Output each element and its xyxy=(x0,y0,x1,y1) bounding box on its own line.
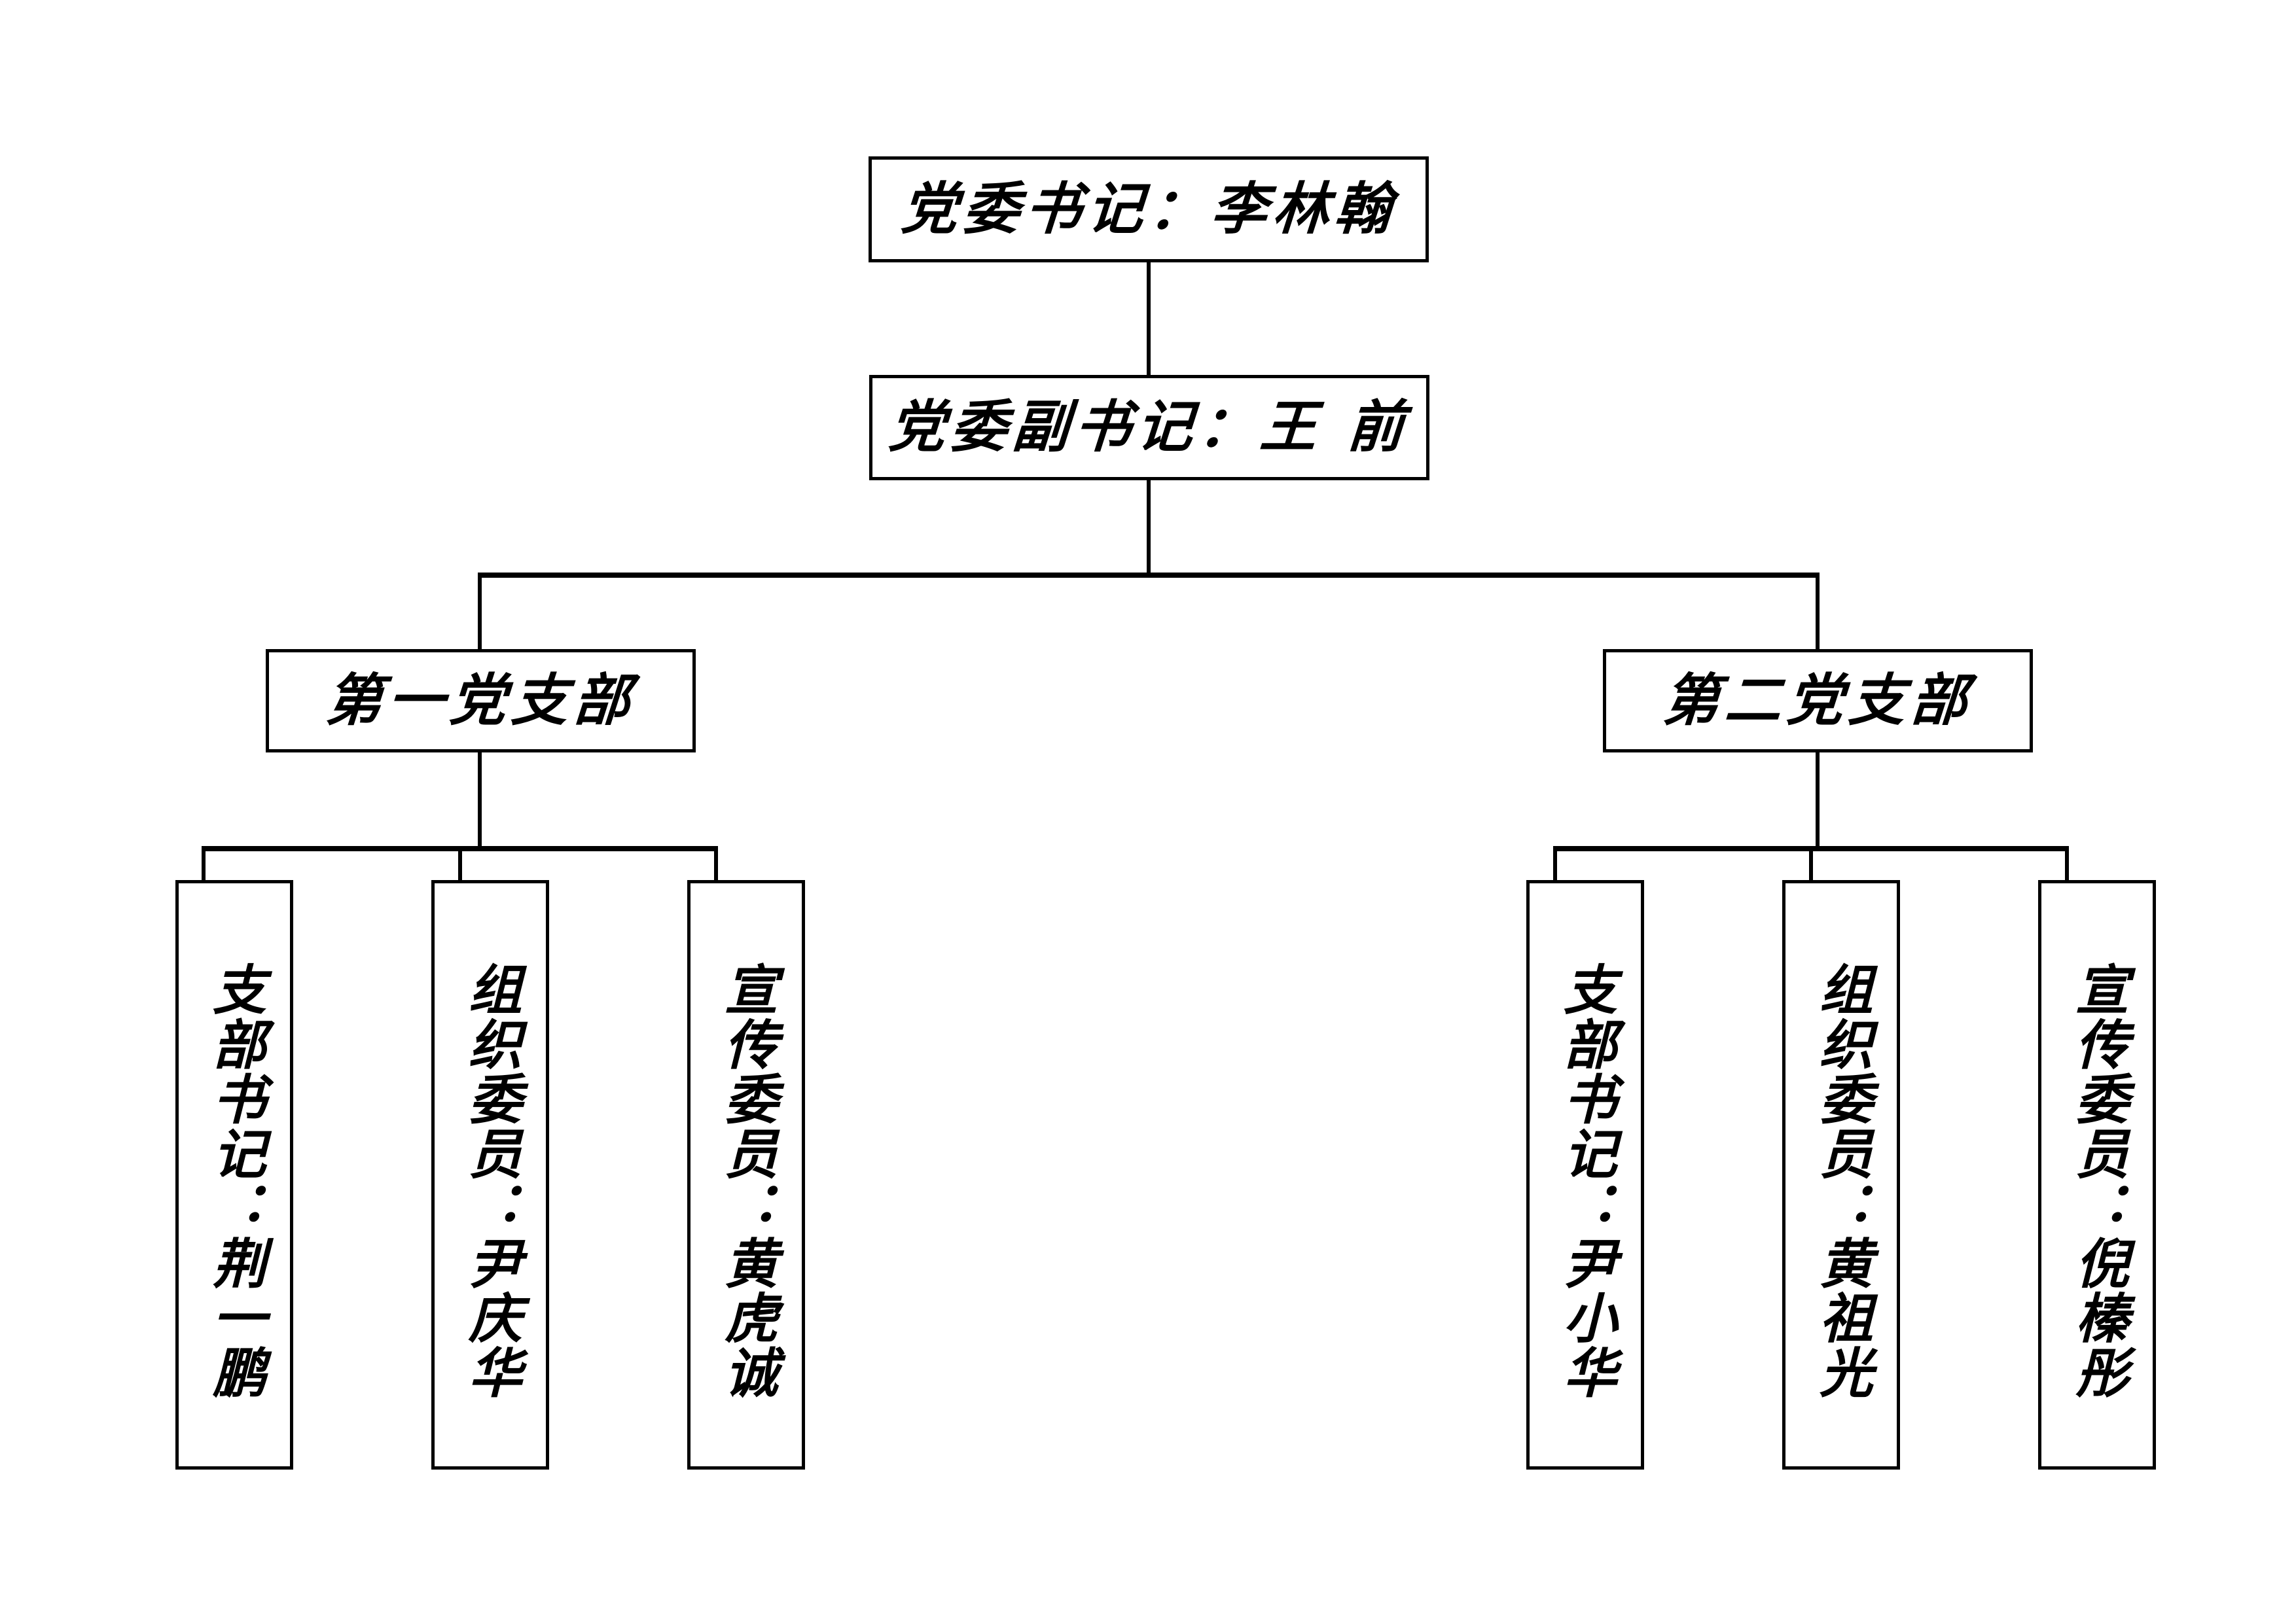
connector-branch-one-stem xyxy=(478,752,482,849)
connector-branch-two-drop-2 xyxy=(1809,846,1813,882)
connector-branch-one-drop-2 xyxy=(458,846,462,882)
connector-branch-one-drop-1 xyxy=(202,846,206,882)
node-label-branch-two-member-3: 宣传委员：倪榛彤 xyxy=(2066,961,2129,1400)
node-branch-one-member-1[interactable]: 支部书记：荆一鹏 xyxy=(175,880,293,1470)
connector-branch-two-stem xyxy=(1816,752,1820,849)
node-branch-two-member-1[interactable]: 支部书记：尹小华 xyxy=(1526,880,1644,1470)
node-branch-one-member-3[interactable]: 宣传委员：黄虎诚 xyxy=(687,880,805,1470)
node-label-branch-one: 第一党支部 xyxy=(323,667,638,733)
connector-secretary-to-vice xyxy=(1147,262,1151,376)
connector-branch-two-drop-1 xyxy=(1553,846,1557,882)
node-branch-two-member-2[interactable]: 组织委员：黄祖光 xyxy=(1782,880,1900,1470)
connector-branch-two-drop-3 xyxy=(2065,846,2069,882)
node-label-branch-one-member-2: 组织委员：尹庆华 xyxy=(459,961,522,1400)
node-label-branch-two-member-1: 支部书记：尹小华 xyxy=(1554,961,1617,1400)
node-branch-two-member-3[interactable]: 宣传委员：倪榛彤 xyxy=(2038,880,2156,1470)
node-label-branch-two: 第二党支部 xyxy=(1660,667,1975,733)
connector-vice-to-bus xyxy=(1147,480,1151,575)
node-label-branch-two-member-2: 组织委员：黄祖光 xyxy=(1810,961,1873,1400)
node-party-secretary[interactable]: 党委书记：李林翰 xyxy=(869,156,1429,262)
node-branch-two[interactable]: 第二党支部 xyxy=(1603,649,2033,752)
node-label-branch-one-member-3: 宣传委员：黄虎诚 xyxy=(715,961,778,1400)
connector-bus-to-branch-two xyxy=(1816,573,1820,651)
node-branch-one[interactable]: 第一党支部 xyxy=(266,649,696,752)
node-branch-one-member-2[interactable]: 组织委员：尹庆华 xyxy=(431,880,549,1470)
node-party-vice-secretary[interactable]: 党委副书记：王 前 xyxy=(869,375,1429,480)
connector-bus-to-branch-one xyxy=(478,573,482,651)
connector-branch-one-drop-3 xyxy=(714,846,718,882)
node-label-party-secretary: 党委书记：李林翰 xyxy=(899,175,1399,242)
node-label-branch-one-member-1: 支部书记：荆一鹏 xyxy=(203,961,266,1400)
node-label-party-vice-secretary: 党委副书记：王 前 xyxy=(886,394,1412,461)
connector-bus-main xyxy=(478,573,1820,578)
